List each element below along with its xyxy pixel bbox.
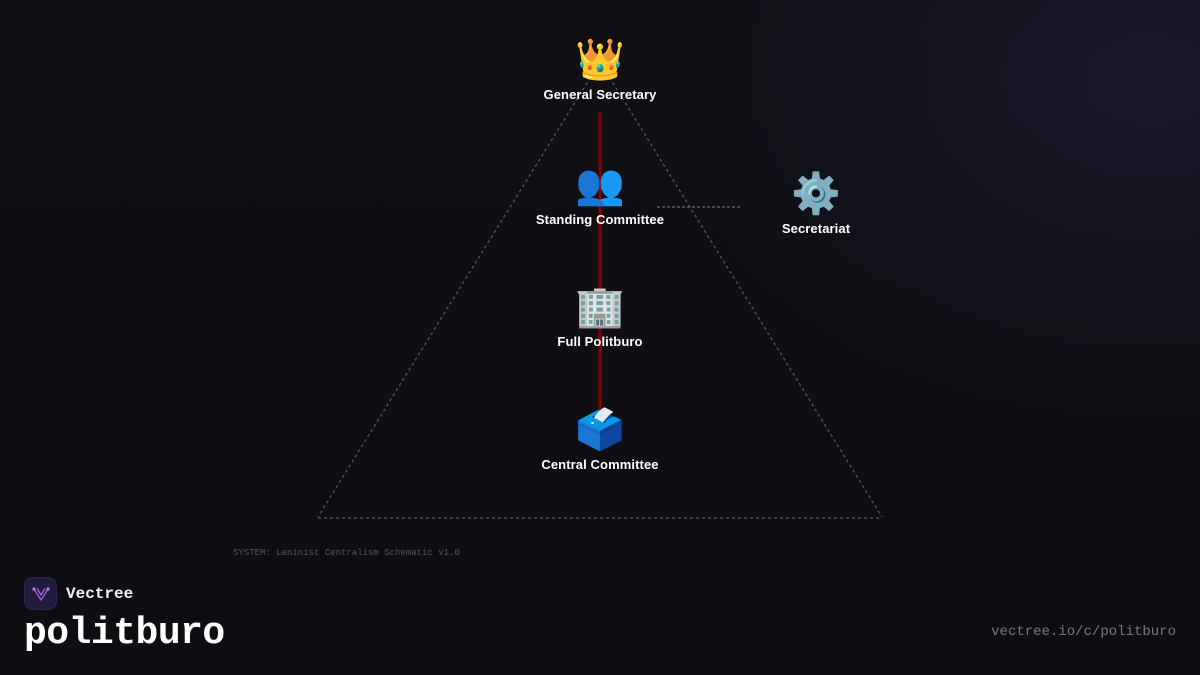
node-label: Secretariat bbox=[781, 221, 851, 236]
pyramid-left-edge bbox=[317, 61, 601, 518]
vectree-logo-mark bbox=[31, 586, 50, 601]
node-central-committee[interactable]: 🗳️ Central Committee bbox=[541, 407, 658, 472]
office-building-icon: 🏢 bbox=[575, 285, 625, 329]
gear-icon: ⚙️ bbox=[791, 172, 841, 216]
vectree-logo-icon[interactable] bbox=[24, 577, 57, 610]
brand-row: Vectree bbox=[24, 577, 225, 610]
brand-block: Vectree politburo bbox=[24, 577, 225, 656]
ballot-box-icon: 🗳️ bbox=[575, 408, 625, 452]
crown-icon: 👑 bbox=[575, 38, 625, 82]
page-url-link[interactable]: vectree.io/c/politburo bbox=[991, 624, 1176, 640]
node-general-secretary[interactable]: 👑 General Secretary bbox=[544, 37, 657, 102]
node-label: Full Politburo bbox=[557, 334, 643, 349]
system-caption: SYSTEM: Leninist Centralism Schematic v1… bbox=[233, 548, 460, 558]
page-title: politburo bbox=[24, 612, 225, 655]
pyramid-right-edge bbox=[599, 61, 883, 518]
node-secretariat[interactable]: ⚙️ Secretariat bbox=[782, 171, 850, 236]
node-full-politburo[interactable]: 🏢 Full Politburo bbox=[557, 284, 642, 349]
node-standing-committee[interactable]: 👥 Standing Committee bbox=[536, 162, 664, 227]
node-label: General Secretary bbox=[543, 87, 657, 102]
node-label: Standing Committee bbox=[535, 212, 665, 227]
brand-name: Vectree bbox=[66, 584, 134, 603]
people-icon: 👥 bbox=[575, 163, 625, 207]
node-label: Central Committee bbox=[541, 457, 659, 472]
